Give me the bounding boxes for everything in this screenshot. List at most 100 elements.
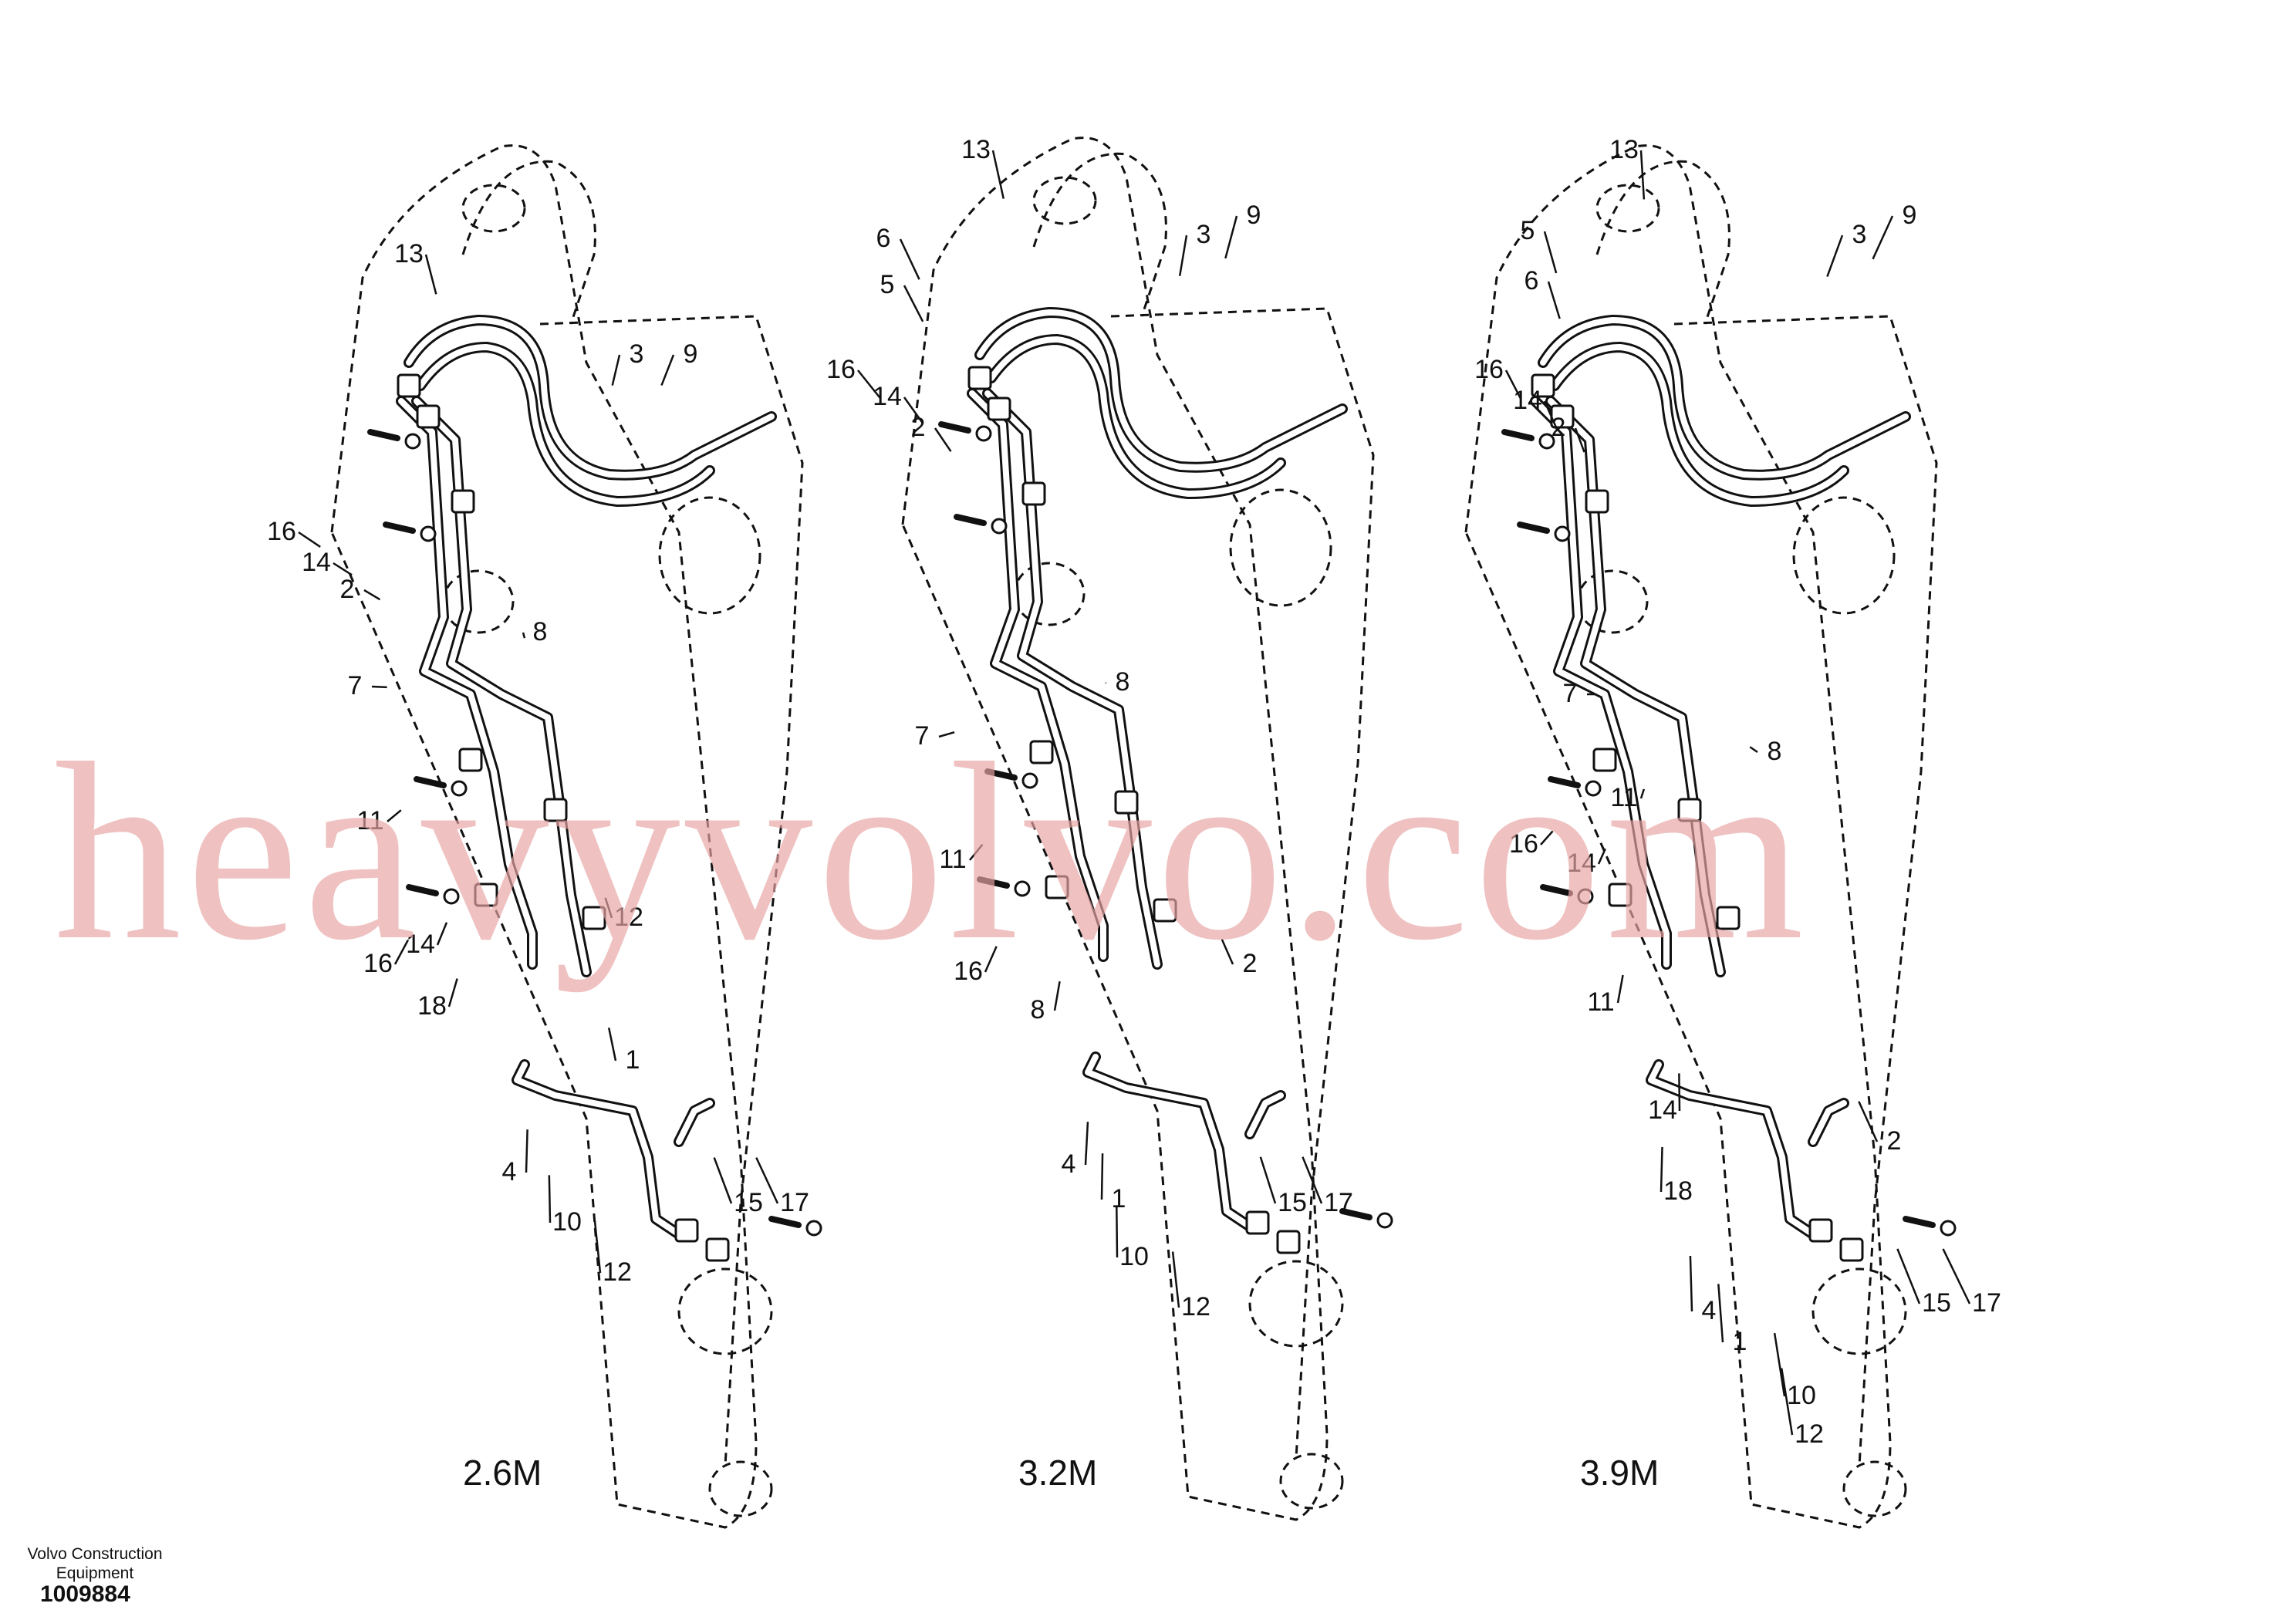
washer	[1538, 433, 1555, 450]
part-callout: 7	[1563, 679, 1578, 708]
arm-outline-front	[539, 315, 804, 1466]
pipe-clamp	[543, 798, 568, 822]
callout-leader	[1689, 1255, 1693, 1312]
hose-upper	[1538, 315, 1911, 481]
diagram-view-3	[1464, 144, 1957, 1529]
callout-leader	[604, 897, 613, 919]
bolt	[768, 1216, 802, 1228]
pin-hole	[1811, 1267, 1907, 1355]
hose-lower	[1551, 344, 1847, 505]
pipe-clamp	[1677, 798, 1702, 822]
pipe-clamp	[1245, 1210, 1270, 1235]
part-callout: 1	[1733, 1327, 1747, 1356]
bolt	[1903, 1216, 1936, 1228]
pipe-clamp	[1153, 898, 1177, 923]
callout-leader	[593, 1220, 602, 1274]
callout-leader	[1639, 150, 1646, 200]
pipe-clamp	[705, 1237, 730, 1262]
lower-pipe-1	[1085, 1054, 1253, 1230]
callout-leader	[1224, 215, 1238, 259]
watermark: heavyvolvo.com	[54, 711, 1808, 993]
pin-hole	[1842, 1460, 1907, 1517]
lower-pipe-2	[1810, 1100, 1847, 1145]
callout-leader	[1171, 1251, 1180, 1308]
part-callout: 12	[603, 1257, 632, 1287]
hose-lower	[988, 336, 1284, 497]
pipe-clamp	[987, 397, 1011, 421]
hose-upper	[1540, 317, 1909, 478]
washer	[1021, 772, 1038, 789]
pipe-clamp	[1585, 489, 1609, 514]
part-callout: 8	[1768, 737, 1782, 766]
callout-leader	[903, 397, 924, 424]
part-callout: 7	[348, 671, 363, 700]
part-callout: 8	[1031, 995, 1045, 1024]
part-callout: 13	[961, 135, 991, 164]
part-callout: 17	[780, 1188, 809, 1217]
callout-leader	[1639, 788, 1646, 799]
part-callout: 14	[302, 548, 331, 577]
part-callout: 6	[876, 224, 891, 253]
part-callout: 11	[356, 806, 383, 835]
pin-hole	[708, 1460, 773, 1517]
part-callout: 8	[1116, 667, 1130, 697]
steel-pipe-1	[1532, 398, 1670, 967]
arm-outline-front	[1110, 307, 1375, 1459]
callout-leader	[1660, 1146, 1663, 1193]
callout-leader	[660, 354, 675, 386]
pipe-clamp	[416, 404, 441, 429]
callout-leader	[611, 354, 621, 386]
pipe-clamp	[1839, 1237, 1864, 1262]
bolt	[383, 521, 416, 534]
washer	[1577, 888, 1594, 905]
washer	[451, 780, 468, 797]
callout-leader	[387, 809, 402, 822]
pin-hole	[1248, 1260, 1344, 1348]
arm-top-tab	[1595, 160, 1730, 325]
pipe-clamp	[582, 906, 606, 930]
part-callout: 9	[684, 339, 698, 369]
callout-leader	[1896, 1248, 1921, 1304]
pipe-clamp	[1531, 373, 1555, 398]
part-callout: 10	[1119, 1242, 1149, 1271]
lower-pipe-1	[514, 1061, 682, 1237]
callout-leader	[298, 531, 321, 548]
callout-leader	[1540, 830, 1554, 845]
arm-outline-rear	[1464, 144, 1892, 1529]
pin-hole	[1032, 176, 1097, 225]
brand-name: Volvo Construction Equipment	[14, 1544, 176, 1583]
pipe-clamp	[1716, 906, 1741, 930]
part-callout: 13	[394, 239, 424, 268]
callout-leader	[393, 939, 410, 965]
part-callout: 12	[1795, 1419, 1824, 1449]
part-callout: 15	[734, 1188, 763, 1217]
pin-hole	[1576, 569, 1649, 634]
pin-hole	[1013, 562, 1086, 626]
part-callout: 6	[1524, 266, 1539, 295]
callout-leader	[424, 254, 437, 295]
pipe-clamp	[1608, 883, 1633, 907]
bolt	[1339, 1208, 1373, 1220]
pin-hole	[442, 569, 515, 634]
arm-outline-front	[1673, 315, 1938, 1466]
arm-outline-rear	[330, 144, 758, 1529]
washer	[1554, 525, 1571, 542]
part-callout: 2	[1551, 413, 1566, 442]
lower-pipe-2	[676, 1100, 713, 1145]
pipe-clamp	[397, 373, 421, 398]
callout-leader	[857, 370, 882, 400]
part-callout: 1	[626, 1045, 640, 1075]
callout-leader	[969, 843, 984, 861]
part-callout: 2	[911, 413, 926, 442]
part-callout: 16	[267, 517, 296, 546]
pipe-clamp	[1021, 481, 1046, 506]
pipe-clamp	[1276, 1230, 1301, 1254]
part-callout: 9	[1247, 201, 1261, 230]
arm-top-tab	[461, 160, 596, 325]
diagram-view-2	[901, 137, 1393, 1521]
part-callout: 4	[1062, 1149, 1076, 1179]
view-caption: 2.6M	[463, 1453, 542, 1493]
part-callout: 14	[873, 382, 902, 411]
steel-pipe-1	[398, 398, 535, 967]
part-callout: 16	[954, 957, 983, 986]
